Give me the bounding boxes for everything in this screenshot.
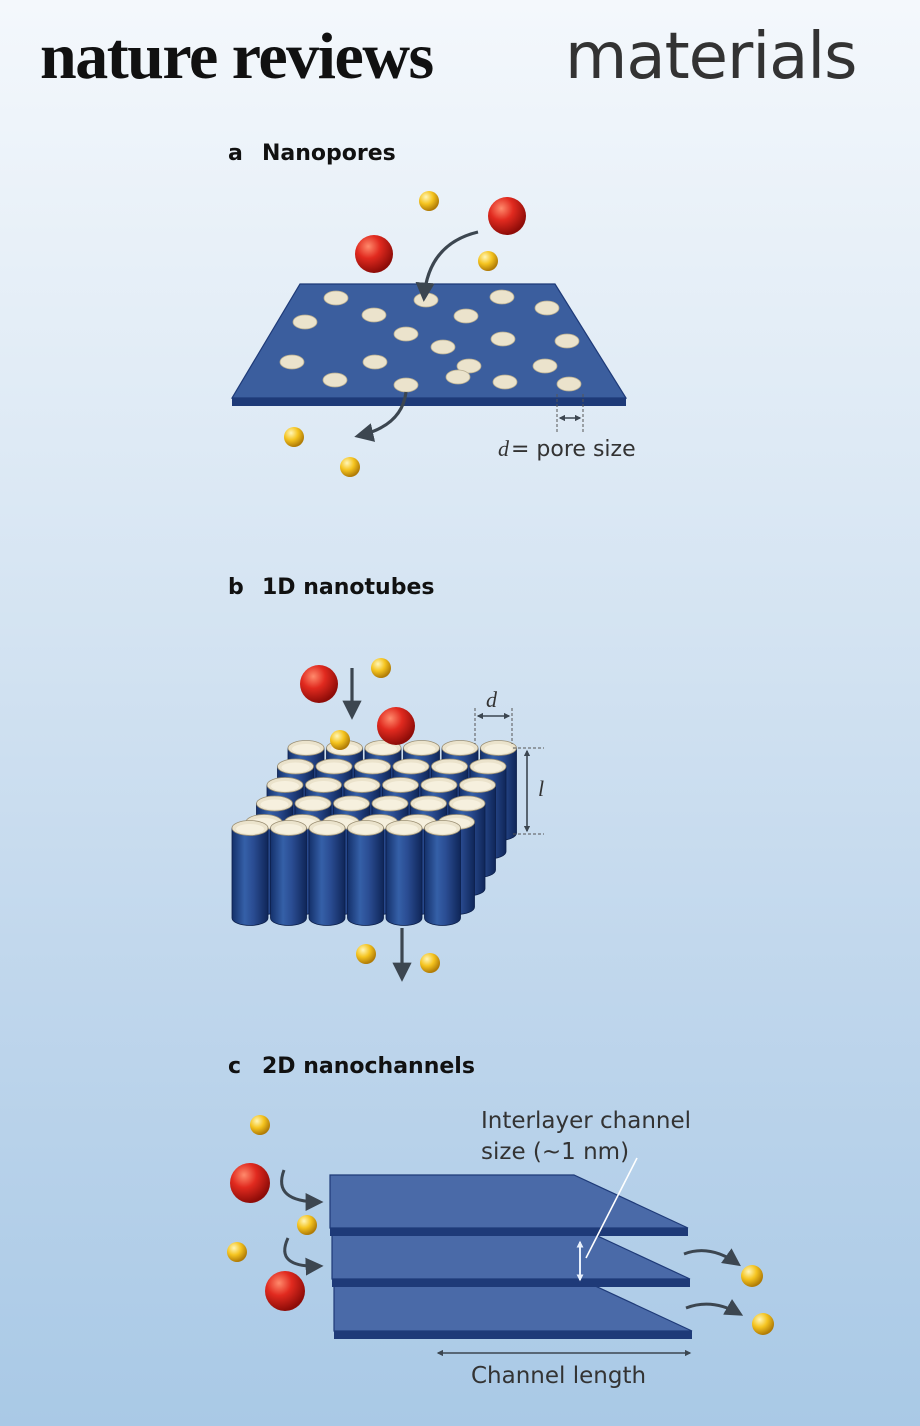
small-ion: [752, 1313, 774, 1335]
panel-c-title: 2D nanochannels: [262, 1054, 475, 1079]
nanotube: [347, 820, 384, 926]
pore: [393, 326, 419, 342]
nanotube: [231, 820, 269, 926]
pore-size-label: = pore size: [511, 437, 636, 462]
flow-arrow: [354, 391, 408, 442]
nanosheet-top: [329, 1174, 689, 1236]
journal-name-light: materials: [565, 20, 856, 94]
nanosheet-bottom: [333, 1277, 693, 1339]
pore: [413, 292, 439, 308]
pore: [279, 354, 305, 370]
small-ion: [420, 953, 440, 973]
pore: [456, 358, 482, 374]
nanosheet-stack: [329, 1174, 693, 1339]
pore: [453, 308, 479, 324]
large-ion: [300, 665, 338, 703]
tube-diameter-indicator: d: [474, 687, 513, 744]
nanosheet-middle: [331, 1225, 691, 1287]
journal-header: nature reviews materials: [40, 20, 857, 94]
pore: [489, 289, 515, 305]
nanotube: [424, 820, 461, 926]
pore: [534, 300, 560, 316]
pore: [323, 290, 349, 306]
pore-array: [279, 289, 582, 393]
panel-a: a Nanopores d = pore size: [228, 141, 636, 477]
nanotube: [308, 820, 346, 926]
pore-size-indicator: d = pore size: [498, 394, 636, 462]
large-ion: [377, 707, 415, 745]
flow-arrow: [280, 1169, 324, 1211]
pore: [445, 369, 471, 385]
panel-c-letter: c: [228, 1054, 241, 1079]
small-ion: [227, 1242, 247, 1262]
channel-size-label-line1: Interlayer channel: [481, 1108, 691, 1134]
small-ion: [284, 427, 304, 447]
pore: [361, 307, 387, 323]
pore: [554, 333, 580, 349]
small-ion: [478, 251, 498, 271]
small-ion: [330, 730, 350, 750]
nanotube: [270, 820, 307, 926]
nanotube: [385, 820, 423, 926]
pore: [532, 358, 558, 374]
pore: [292, 314, 318, 330]
large-ion: [230, 1163, 270, 1203]
nanopore-membrane: [230, 283, 628, 406]
channel-length-label: Channel length: [471, 1363, 646, 1389]
small-ion: [250, 1115, 270, 1135]
pore: [430, 339, 456, 355]
small-ion: [741, 1265, 763, 1287]
panel-b-letter: b: [228, 575, 244, 600]
small-ion: [297, 1215, 317, 1235]
large-ion: [265, 1271, 305, 1311]
pore: [490, 331, 516, 347]
flow-arrow: [685, 1299, 744, 1316]
pore-size-d-label: d: [498, 436, 510, 461]
large-ion: [488, 197, 526, 235]
pore: [322, 372, 348, 388]
nanotube-array: [231, 740, 517, 926]
small-ion: [340, 457, 360, 477]
panel-b-title: 1D nanotubes: [262, 575, 434, 600]
pore: [393, 377, 419, 393]
large-ion: [355, 235, 393, 273]
flow-arrow: [283, 1237, 324, 1276]
pore: [492, 374, 518, 390]
tube-diameter-label: d: [486, 687, 498, 712]
flow-arrow: [415, 230, 479, 302]
panel-c: c 2D nanochannels Interlayer channel siz…: [227, 1054, 774, 1389]
channel-size-leader: [585, 1157, 638, 1259]
pore: [362, 354, 388, 370]
small-ion: [371, 658, 391, 678]
panel-a-title: Nanopores: [262, 141, 396, 166]
small-ion: [356, 944, 376, 964]
tube-length-indicator: l: [513, 747, 544, 835]
small-ion: [419, 191, 439, 211]
channel-size-label-line2: size (~1 nm): [481, 1139, 629, 1165]
flow-arrow: [683, 1248, 741, 1267]
journal-name-bold: nature reviews: [40, 20, 433, 93]
pore: [556, 376, 582, 392]
panel-b: b 1D nanotubes d l: [228, 575, 544, 982]
tube-length-label: l: [538, 776, 544, 801]
panel-a-letter: a: [228, 141, 243, 166]
